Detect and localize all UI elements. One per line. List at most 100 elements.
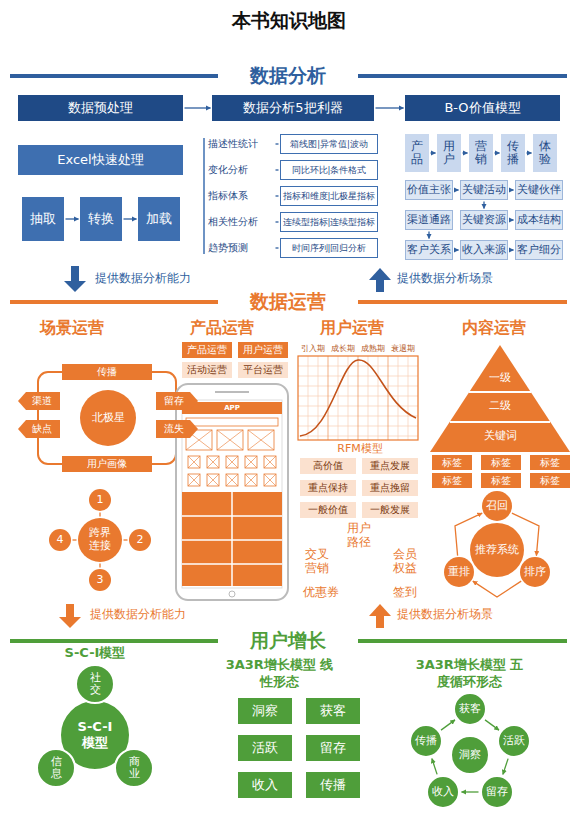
node-text: 高价值 bbox=[313, 460, 343, 472]
box-node: 时间序列|回归分析 bbox=[280, 238, 378, 258]
text-wrap: 流失 bbox=[164, 423, 184, 435]
node-text: 标签 bbox=[540, 457, 560, 469]
node-text: 留存 bbox=[320, 740, 346, 756]
box-node: 传播 bbox=[501, 134, 525, 172]
text-wrap: 标签 bbox=[540, 457, 560, 469]
label-text: 3A3R增长模型 线性形态 bbox=[222, 656, 337, 690]
box-node: 数据运营 bbox=[218, 290, 358, 314]
label-text: 会员权益 bbox=[392, 547, 418, 576]
text-wrap: B-O价值模型 bbox=[444, 100, 520, 116]
circle-node: 传播 bbox=[409, 724, 443, 758]
text-wrap: 标签 bbox=[442, 457, 462, 469]
node-text: B-O价值模型 bbox=[444, 100, 520, 116]
box-node: 指标和维度|北极星指标 bbox=[280, 186, 378, 206]
text-wrap: 排序 bbox=[524, 565, 546, 578]
node-text: 产品 bbox=[411, 140, 423, 166]
connector bbox=[463, 152, 468, 153]
text-wrap: 关键词 bbox=[484, 429, 517, 442]
box-node: 关键词 bbox=[470, 428, 530, 444]
box-node: 渠道通路 bbox=[405, 210, 453, 230]
box-node: 一般价值 bbox=[300, 502, 356, 518]
label-text: 场景运营 bbox=[40, 318, 140, 339]
connector bbox=[527, 152, 532, 153]
text-wrap: 高价值 bbox=[313, 460, 343, 472]
text-wrap: 召回 bbox=[486, 499, 508, 512]
scene-loop bbox=[38, 372, 176, 464]
section-lines bbox=[10, 76, 567, 641]
node-text: 用户 bbox=[443, 140, 455, 166]
box-node: Excel快速处理 bbox=[18, 145, 183, 175]
node-text: 收入 bbox=[252, 777, 278, 793]
box-node: 一般发展 bbox=[362, 502, 418, 518]
node-text: 变化分析 bbox=[208, 164, 248, 175]
node-text: 传播 bbox=[320, 777, 346, 793]
text-wrap: 加载 bbox=[146, 211, 172, 227]
connector bbox=[462, 791, 479, 792]
text-wrap: 关键资源 bbox=[462, 213, 506, 226]
node-text: 标签 bbox=[491, 457, 511, 469]
text-wrap: 获客 bbox=[459, 702, 481, 715]
text-wrap: 信息 bbox=[51, 756, 62, 780]
node-text: 收入来源 bbox=[462, 243, 506, 256]
node-text: 平台运营 bbox=[243, 364, 283, 376]
grid-line bbox=[358, 356, 359, 440]
box-node: 获客 bbox=[306, 698, 360, 724]
box-node: 活跃 bbox=[238, 735, 292, 761]
node-text: 关键活动 bbox=[462, 183, 506, 196]
text-wrap: 价值主张 bbox=[407, 183, 451, 196]
connector bbox=[428, 232, 429, 239]
box-node: 收入来源 bbox=[460, 240, 508, 260]
box-node: 数据分析5把利器 bbox=[212, 95, 374, 121]
tile-cross bbox=[207, 456, 219, 468]
text-wrap: 重点挽留 bbox=[370, 482, 410, 494]
box-node: 用户画像 bbox=[62, 456, 152, 472]
node-text: 获客 bbox=[320, 703, 346, 719]
box-node: 数据分析 bbox=[218, 64, 358, 88]
text-wrap: 客户细分 bbox=[517, 243, 561, 256]
box-node: 重点挽留 bbox=[362, 480, 418, 496]
connector bbox=[276, 221, 279, 222]
text-wrap: 产品运营 bbox=[187, 344, 227, 356]
box-node: 二级 bbox=[475, 398, 525, 414]
text-wrap: 变化分析 bbox=[208, 164, 248, 175]
text-wrap: 用户运营 bbox=[243, 344, 283, 356]
node-text: 3 bbox=[97, 573, 104, 586]
box-node: B-O价值模型 bbox=[405, 95, 560, 121]
circle-node: 洞察 bbox=[450, 735, 490, 775]
circle-node: 1 bbox=[89, 489, 111, 511]
label-text: 产品运营 bbox=[190, 318, 290, 339]
text-wrap: 同比环比|条件格式 bbox=[292, 165, 367, 175]
tile bbox=[188, 474, 200, 486]
tile bbox=[226, 474, 238, 486]
grid-line bbox=[338, 356, 339, 440]
text-wrap: 洞察 bbox=[252, 703, 278, 719]
text-wrap: 跨界连接 bbox=[88, 527, 111, 552]
text-wrap: 2 bbox=[137, 533, 144, 546]
text-wrap: 收入 bbox=[252, 777, 278, 793]
box-node: 产品 bbox=[405, 134, 429, 172]
bracket bbox=[203, 138, 205, 254]
node-text: Excel快速处理 bbox=[57, 152, 143, 168]
text-wrap: 活跃 bbox=[252, 740, 278, 756]
text-wrap: 标签 bbox=[491, 475, 511, 487]
label-text: S-C-I模型 bbox=[30, 644, 160, 661]
label-text: 引入期 bbox=[298, 344, 328, 354]
box-node: 用户增长 bbox=[218, 629, 358, 653]
circle-node: 留存 bbox=[480, 775, 514, 809]
label-text: 提供数据分析能力 bbox=[95, 270, 225, 287]
box-node: 渠道 bbox=[18, 392, 60, 410]
circle-node: 3 bbox=[89, 569, 111, 591]
node-text: 描述性统计 bbox=[208, 138, 258, 149]
node-text: 一般价值 bbox=[308, 504, 348, 516]
node-text: 数据分析5把利器 bbox=[243, 100, 342, 116]
box-node: 标签 bbox=[432, 473, 472, 488]
text-wrap: 获客 bbox=[320, 703, 346, 719]
node-text: 信息 bbox=[51, 756, 62, 780]
node-text: 体验 bbox=[539, 140, 551, 166]
tile bbox=[207, 474, 219, 486]
box-node: 标签 bbox=[481, 455, 521, 470]
node-text: 社交 bbox=[90, 672, 101, 696]
connector bbox=[495, 152, 500, 153]
label-text: 内容运营 bbox=[462, 318, 562, 339]
connector bbox=[432, 759, 437, 775]
